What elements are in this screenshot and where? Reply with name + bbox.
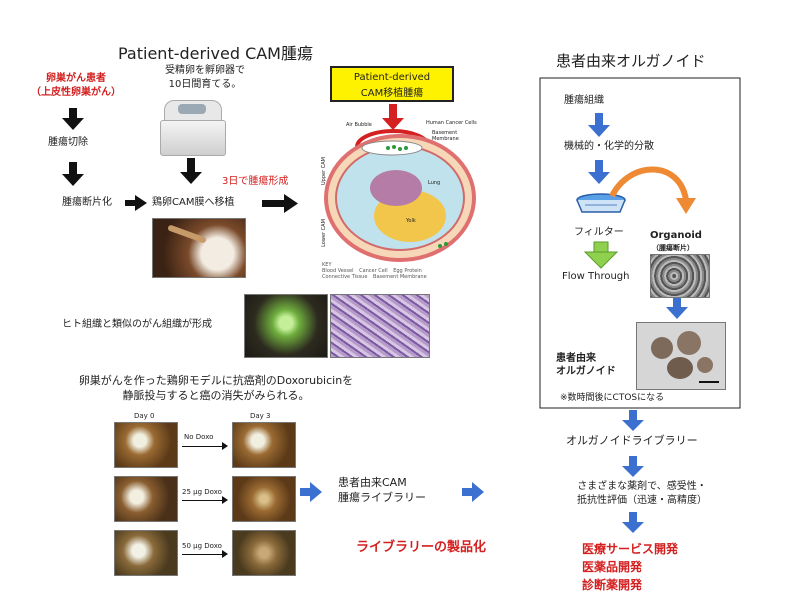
black-arrow-right-1: [125, 195, 147, 211]
egg-photo-day3-50: [232, 530, 296, 576]
black-arrow-3: [180, 158, 202, 184]
egg-photo-day0-no-doxo: [114, 422, 178, 468]
productization-label: ライブラリーの製品化: [356, 540, 487, 555]
doxo50-arrow: [182, 554, 226, 555]
organoid-label: Organoid: [650, 230, 702, 241]
egg-photo-day3-25: [232, 476, 296, 522]
incubator-illustration: [160, 100, 226, 156]
filter-label: フィルター: [574, 227, 624, 238]
egg-photo-day0-50: [114, 530, 178, 576]
doxo25-arrow: [182, 500, 226, 501]
cam-library-label: 患者由来CAM 腫瘍ライブラリー: [338, 476, 426, 504]
blue-arrow-down-6: [622, 512, 644, 533]
egg-legend-item: Egg Protein: [393, 268, 422, 274]
flow-through-label: Flow Through: [562, 271, 630, 282]
doxo25-arrowhead: [222, 496, 228, 504]
doxo50-arrowhead: [222, 550, 228, 558]
no-doxo-label: No Doxo: [184, 433, 214, 441]
outcome-drug-development: 医薬品開発: [582, 560, 643, 574]
egg-label-lower-cam: Lower CAM: [320, 219, 327, 247]
patient-organoid-label: 患者由来 オルガノイド: [556, 353, 616, 377]
doxo-caption: 卵巣がんを作った鶏卵モデルに抗癌剤のDoxorubicinを 静脈投与すると癌の…: [78, 374, 354, 402]
outcome-diagnostic-development: 診断薬開発: [582, 578, 643, 592]
patient-organoid-photo: [636, 322, 726, 390]
egg-photo-day3-no-doxo: [232, 422, 296, 468]
doxo25-label: 25 μg Doxo: [182, 488, 222, 496]
egg-diagram: Air Bubble Human Cancer Cells Basement M…: [310, 118, 482, 276]
black-arrow-2: [62, 162, 84, 186]
ctos-note: ※数時間後にCTOSになる: [560, 393, 665, 403]
day3-label: Day 3: [250, 412, 271, 420]
patient-label: 卵巣がん患者 （上皮性卵巣がん）: [31, 73, 121, 98]
cam-transplant: 鶏卵CAM膜へ移植: [152, 197, 235, 208]
orange-arrow-head: [676, 198, 696, 214]
organoid-sub-label: （腫瘍断片）: [652, 244, 694, 252]
evaluation-label: さまざまな薬剤で、感受性・ 抵抗性評価（迅速・高精度）: [577, 481, 707, 506]
egg-legend: KEY Blood Vessel Cancer Cell Egg Protein…: [322, 262, 478, 280]
blue-arrow-down-3: [666, 297, 688, 319]
incubate-text: 受精卵を孵卵器で 10日間育てる。: [165, 65, 245, 90]
egg-label-basement: Basement Membrane: [432, 130, 459, 142]
egg-legend-item: Basement Membrane: [373, 274, 427, 280]
orange-curve-arrow: [609, 166, 689, 201]
no-doxo-arrowhead: [222, 442, 228, 450]
doxo50-label: 50 μg Doxo: [182, 542, 222, 550]
organoid-panel-frame: [539, 77, 741, 409]
tumor-formation-label: 3日で腫瘍形成: [222, 176, 289, 187]
organoid-library-label: オルガノイドライブラリー: [566, 434, 698, 447]
day0-label: Day 0: [134, 412, 155, 420]
tumor-resection: 腫瘍切除: [48, 137, 88, 148]
black-arrow-right-2: [262, 194, 298, 213]
black-arrow-1: [62, 108, 84, 130]
blue-arrow-right-1: [300, 482, 322, 502]
blue-arrow-down-1: [588, 113, 610, 137]
egg-label-air-bubble: Air Bubble: [346, 122, 372, 128]
egg-label-lung: Lung: [428, 180, 441, 186]
green-arrow-down: [583, 241, 619, 269]
tumor-fragment: 腫瘍断片化: [62, 197, 112, 208]
cam-tumor-callout: Patient-derived CAM移植腫瘍: [330, 66, 454, 102]
dispersion-label: 機械的・化学的分散: [564, 141, 654, 152]
tumor-tissue-label: 腫瘍組織: [564, 95, 604, 106]
organoid-fragment-photo: [650, 254, 710, 298]
egg-legend-key: KEY: [322, 262, 332, 268]
red-arrow: [382, 104, 404, 130]
egg-label-yolk: Yolk: [406, 218, 416, 224]
outcome-medical-service: 医療サービス開発: [582, 542, 679, 556]
egg-legend-item: Connective Tissue: [322, 274, 368, 280]
blue-arrow-down-4: [622, 410, 644, 431]
right-title: 患者由来オルガノイド: [556, 52, 706, 70]
blue-arrow-down-5: [622, 456, 644, 477]
egg-label-upper-cam: Upper CAM: [320, 157, 327, 185]
egg-legend-item: Blood Vessel: [322, 268, 354, 274]
transplant-photo: [152, 218, 246, 278]
filter-shape: [576, 193, 626, 213]
histology-photo: [330, 294, 430, 358]
no-doxo-arrow: [182, 446, 226, 447]
left-title: Patient-derived CAM腫瘍: [118, 44, 313, 63]
egg-legend-item: Cancer Cell: [359, 268, 388, 274]
egg-photo-day0-25: [114, 476, 178, 522]
similar-tissue-label: ヒト組織と類似のがん組織が形成: [62, 319, 212, 330]
cam-tumor-photo: [244, 294, 328, 358]
egg-label-cancer-cells: Human Cancer Cells: [426, 120, 477, 126]
blue-arrow-down-2: [588, 160, 610, 184]
blue-arrow-right-2: [462, 482, 484, 502]
